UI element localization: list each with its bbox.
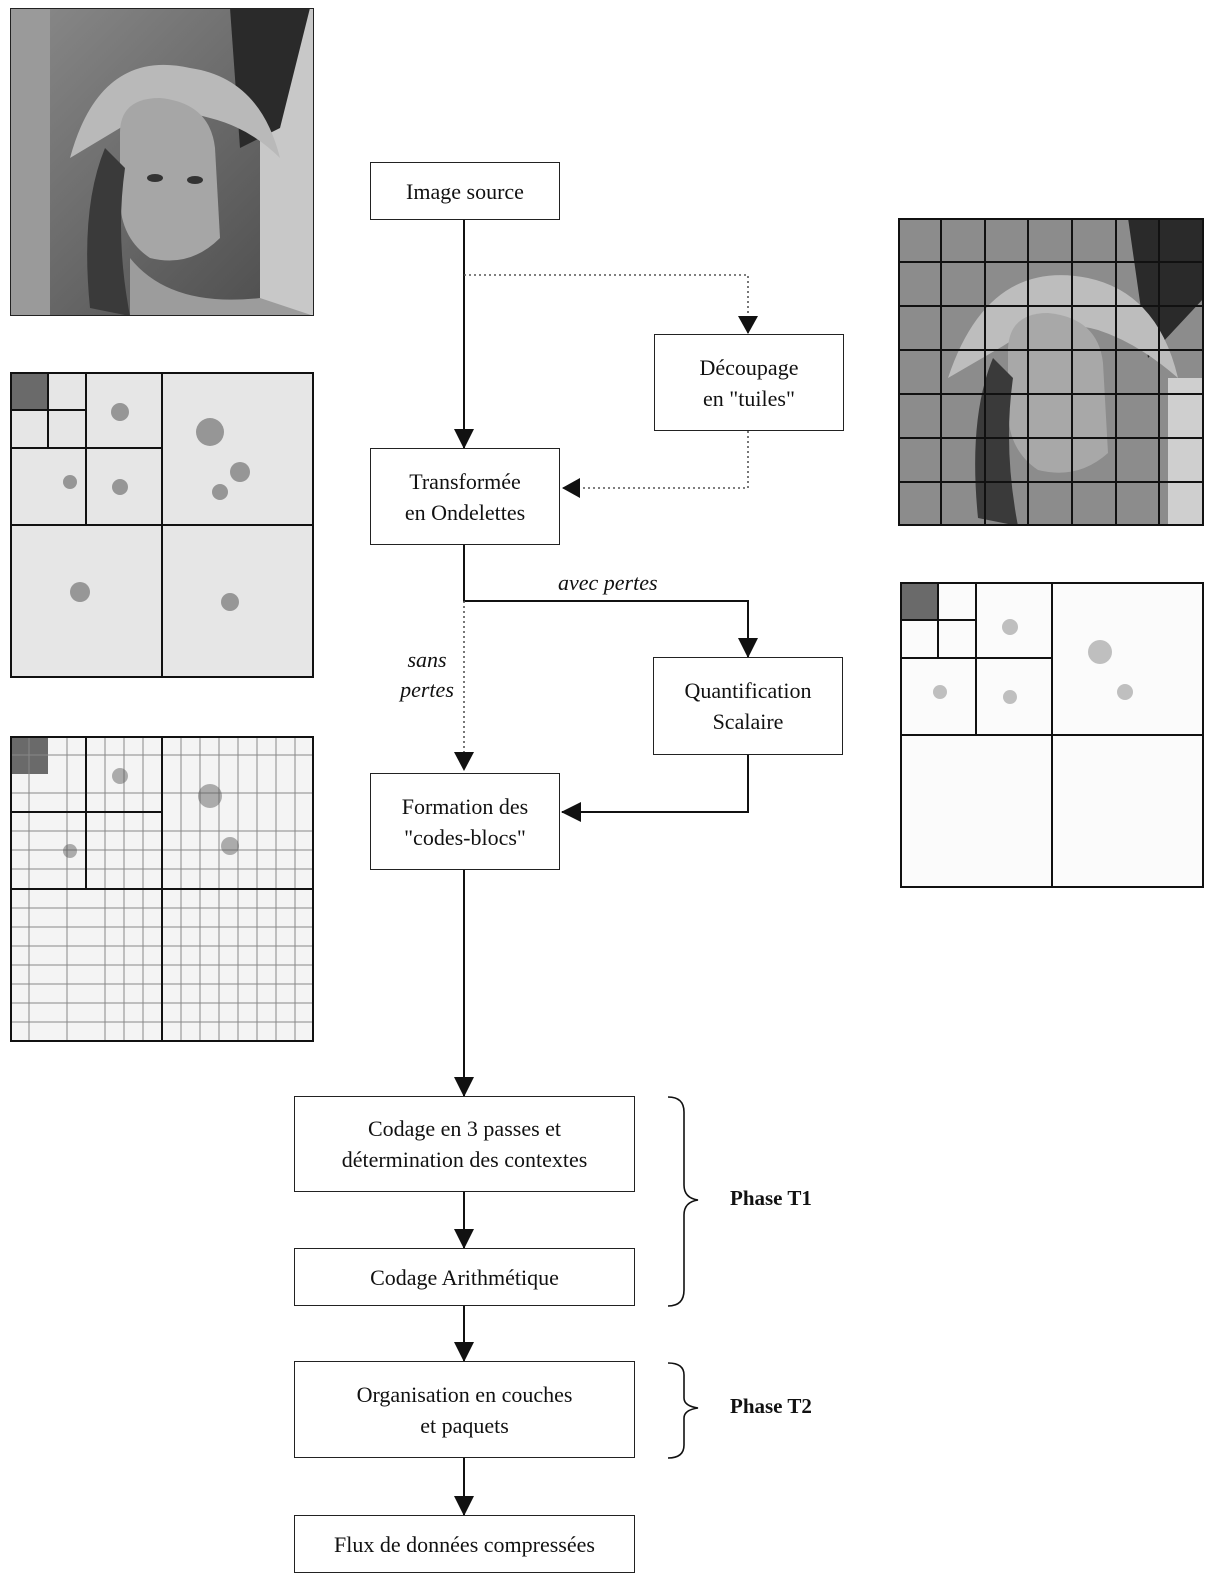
- node-transformee-line2: en Ondelettes: [404, 499, 526, 525]
- node-transformee-line1: Transformée: [409, 468, 521, 494]
- node-transformee-ondelettes: Transformée en Ondelettes: [370, 448, 560, 545]
- node-image-source: Image source: [370, 162, 560, 220]
- node-organisation-line1: Organisation en couches: [356, 1381, 573, 1407]
- node-image-source-label: Image source: [406, 178, 524, 204]
- node-quantification-line1: Quantification: [684, 678, 812, 703]
- node-organisation-line2: et paquets: [420, 1412, 509, 1438]
- node-organisation-couches: Organisation en couches et paquets: [294, 1361, 635, 1458]
- node-decoupage-tuiles: Découpage en "tuiles": [654, 334, 844, 431]
- node-decoupage-line1: Découpage: [699, 354, 799, 380]
- edge-label-pertes: pertes: [400, 677, 454, 702]
- source-photo: [10, 8, 314, 316]
- node-flux-label: Flux de données compressées: [334, 1531, 595, 1557]
- node-codage-passes-line1: Codage en 3 passes et: [367, 1116, 562, 1141]
- node-quantification-scalaire: Quantification Scalaire: [653, 657, 843, 755]
- edge-label-sans: sans: [407, 647, 447, 672]
- phase-t2-label: Phase T2: [730, 1394, 812, 1418]
- code-blocks-image: [10, 736, 314, 1042]
- edge-label-sans-pertes: sans pertes: [393, 645, 461, 705]
- node-codage-arithmetique: Codage Arithmétique: [294, 1248, 635, 1306]
- node-flux-donnees: Flux de données compressées: [294, 1515, 635, 1573]
- phase-t1-label: Phase T1: [730, 1186, 812, 1210]
- node-formation-line1: Formation des: [401, 793, 529, 819]
- quantized-wavelet-image: [900, 582, 1204, 888]
- node-codage-arith-label: Codage Arithmétique: [370, 1264, 559, 1290]
- node-codage-3-passes: Codage en 3 passes et détermination des …: [294, 1096, 635, 1192]
- wavelet-decomposition-image: [10, 372, 314, 678]
- phase-t2-brace: [667, 1362, 699, 1459]
- tiled-photo: [898, 218, 1204, 526]
- phase-t1-brace: [667, 1096, 699, 1307]
- edge-label-avec-pertes: avec pertes: [558, 570, 658, 595]
- node-codage-passes-line2: détermination des contextes: [341, 1147, 588, 1172]
- node-decoupage-line2: en "tuiles": [703, 385, 795, 411]
- node-formation-codes-blocs: Formation des "codes-blocs": [370, 773, 560, 870]
- node-quantification-line2: Scalaire: [712, 709, 784, 734]
- node-formation-line2: "codes-blocs": [404, 824, 526, 850]
